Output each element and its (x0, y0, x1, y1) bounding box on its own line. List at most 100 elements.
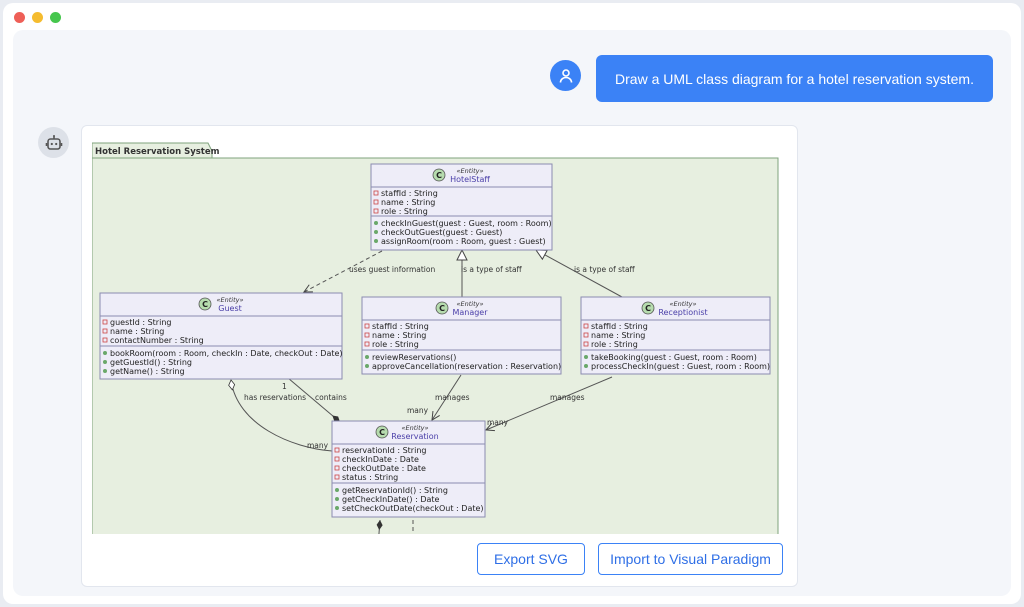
class-attribute: name : String (381, 198, 435, 207)
private-attr-icon (583, 323, 589, 329)
class-reservation[interactable]: C «Entity» Reservation reservationId : S… (331, 420, 486, 518)
class-circle-letter: C (379, 428, 385, 437)
private-attr-icon (364, 332, 370, 338)
class-method: checkInGuest(guest : Guest, room : Room) (381, 219, 552, 228)
class-circle-letter: C (436, 171, 442, 180)
class-manager[interactable]: C «Entity» Manager staffId : String name… (361, 296, 562, 375)
class-circle-icon (432, 168, 446, 182)
label-type-of-staff-1: is a type of staff (461, 265, 523, 274)
label-manages-2: manages (550, 393, 585, 402)
public-method-icon (374, 230, 378, 234)
public-method-icon (365, 355, 369, 359)
label-contains: contains (315, 393, 347, 402)
close-dot[interactable] (14, 12, 25, 23)
user-avatar (550, 60, 581, 91)
class-attribute: name : String (591, 331, 645, 340)
label-uses-guest-info: uses guest information (349, 265, 435, 274)
class-circle-icon (375, 425, 389, 439)
class-stereotype: «Entity» (402, 424, 429, 432)
private-attr-icon (334, 465, 340, 471)
class-attribute: staffId : String (381, 189, 438, 198)
manager-manages-line (432, 374, 462, 420)
private-attr-icon (373, 208, 379, 214)
private-attr-icon (583, 341, 589, 347)
public-method-icon (103, 351, 107, 355)
class-receptionist[interactable]: C «Entity» Receptionist staffId : String… (580, 296, 771, 375)
private-attr-icon (364, 323, 370, 329)
public-method-icon (335, 488, 339, 492)
class-attribute: checkInDate : Date (342, 455, 419, 464)
label-manages-1: manages (435, 393, 470, 402)
label-many-2: many (487, 418, 509, 427)
class-method: setCheckOutDate(checkOut : Date) (342, 504, 484, 513)
class-method: getReservationId() : String (342, 486, 448, 495)
label-has-reservations: has reservations (244, 393, 306, 402)
class-circle-letter: C (202, 300, 208, 309)
private-attr-icon (334, 456, 340, 462)
export-svg-button[interactable]: Export SVG (477, 543, 585, 575)
public-method-icon (374, 221, 378, 225)
class-attribute: checkOutDate : Date (342, 464, 426, 473)
label-many-3: many (307, 441, 329, 450)
class-method: getGuestId() : String (110, 358, 192, 367)
class-circle-icon (198, 297, 212, 311)
class-circle-letter: C (645, 304, 651, 313)
user-icon (559, 68, 572, 83)
class-attribute: role : String (372, 340, 419, 349)
private-attr-icon (334, 447, 340, 453)
class-attribute: staffId : String (372, 322, 429, 331)
maximize-dot[interactable] (50, 12, 61, 23)
class-attribute: role : String (381, 207, 428, 216)
class-name: HotelStaff (450, 175, 490, 184)
class-attribute: name : String (110, 327, 164, 336)
minimize-dot[interactable] (32, 12, 43, 23)
uml-class-diagram: Hotel Reservation System (92, 140, 780, 534)
public-method-icon (335, 506, 339, 510)
class-hotelstaff[interactable]: C «Entity» HotelStaff staffId : String n… (370, 163, 553, 251)
class-method: assignRoom(room : Room, guest : Guest) (381, 237, 546, 246)
class-stereotype: «Entity» (457, 167, 484, 175)
relationship-labels: uses guest information is a type of staf… (244, 265, 636, 450)
public-method-icon (335, 497, 339, 501)
class-stereotype: «Entity» (457, 300, 484, 308)
class-method: getCheckInDate() : Date (342, 495, 440, 504)
public-method-icon (103, 360, 107, 364)
public-method-icon (584, 355, 588, 359)
class-guest[interactable]: C «Entity» Guest guestId : String name :… (99, 292, 343, 380)
class-attribute: name : String (372, 331, 426, 340)
class-attribute: role : String (591, 340, 638, 349)
chat-area: Draw a UML class diagram for a hotel res… (13, 30, 1011, 596)
class-name: Receptionist (658, 308, 707, 317)
class-method: bookRoom(room : Room, checkIn : Date, ch… (110, 349, 343, 358)
class-stereotype: «Entity» (217, 296, 244, 304)
receptionist-manages-line (486, 376, 613, 430)
class-attribute: contactNumber : String (110, 336, 204, 345)
label-many-1: many (407, 406, 429, 415)
receptionist-generalization (536, 250, 623, 298)
class-method: takeBooking(guest : Guest, room : Room) (591, 353, 757, 362)
class-name: Reservation (391, 432, 438, 441)
robot-icon (45, 134, 62, 150)
class-attribute: status : String (342, 473, 398, 482)
private-attr-icon (102, 337, 108, 343)
private-attr-icon (102, 328, 108, 334)
assistant-response-card: Hotel Reservation System (81, 125, 798, 587)
public-method-icon (103, 369, 107, 373)
import-visual-paradigm-button[interactable]: Import to Visual Paradigm (598, 543, 783, 575)
reservation-bottom-line (376, 519, 383, 534)
class-method: getName() : String (110, 367, 185, 376)
private-attr-icon (102, 319, 108, 325)
label-type-of-staff-2: is a type of staff (574, 265, 636, 274)
class-circle-letter: C (439, 304, 445, 313)
user-message: Draw a UML class diagram for a hotel res… (596, 55, 993, 102)
window-controls (14, 12, 61, 23)
public-method-icon (365, 364, 369, 368)
class-method: processCheckIn(guest : Guest, room : Roo… (591, 362, 770, 371)
class-method: checkOutGuest(guest : Guest) (381, 228, 502, 237)
package-label: Hotel Reservation System (95, 147, 220, 157)
contains-line (287, 377, 341, 423)
private-attr-icon (373, 199, 379, 205)
private-attr-icon (364, 341, 370, 347)
uses-guest-info-line (304, 250, 383, 292)
class-attribute: reservationId : String (342, 446, 426, 455)
